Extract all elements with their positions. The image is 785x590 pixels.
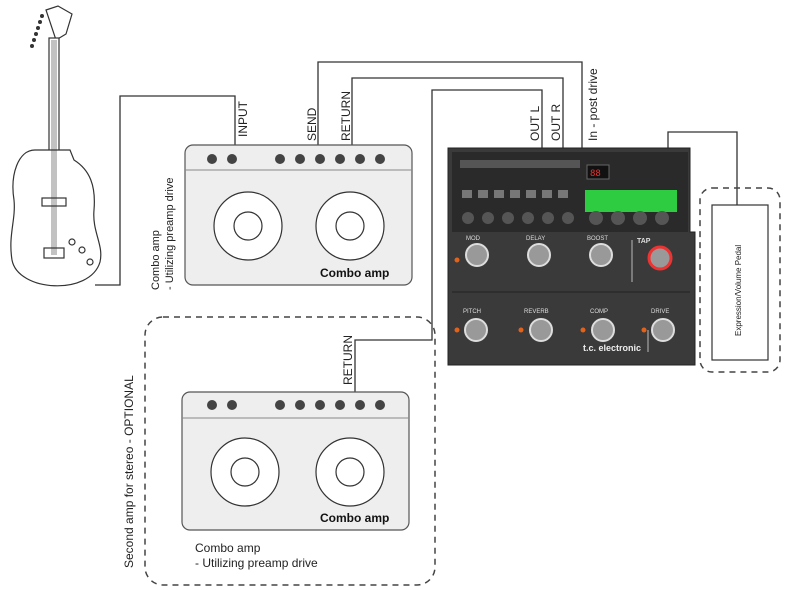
return-top-label: RETURN [339,91,353,141]
amp2-caption-line2: - Utilizing preamp drive [195,556,318,570]
cable-return-bottom [354,89,543,392]
expression-pedal [699,187,781,373]
combo-amp-1 [184,144,413,286]
tap-label: TAP [637,238,651,245]
amp1-caption-line2: - Utilizing preamp drive [164,177,176,290]
out-l-label: OUT L [528,105,542,141]
knob-delay-label: DELAY [526,236,546,242]
knob-boost-label: BOOST [587,236,609,242]
send-label: SEND [305,107,319,141]
amp1-caption-line1: Combo amp [150,230,162,290]
knob-reverb-label: REVERB [524,309,549,315]
knob-pitch-label: PITCH [463,309,481,315]
knob-mod-label: MOD [466,236,480,242]
knob-comp-label: COMP [590,309,608,315]
knob-drive-label: DRIVE [651,309,670,315]
out-r-label: OUT R [549,103,563,141]
guitar-tuners [30,14,44,48]
input-label: INPUT [236,101,250,137]
combo-amp-2 [181,391,410,531]
amp2-caption-line1: Combo amp [195,541,261,555]
return-bottom-label: RETURN [341,335,355,385]
amp1-title: Combo amp [320,266,390,280]
in-post-drive-label: In - post drive [586,68,600,141]
svg-text:88: 88 [590,169,601,179]
expression-pedal-label: Expression/Volume Pedal [734,244,743,336]
optional-label: Second amp for stereo - OPTIONAL [122,375,136,568]
footswitches [454,243,675,342]
cable-return-top [351,77,564,148]
cable-input [95,95,236,286]
cable-expression [667,131,738,205]
pedalboard: 88 [447,147,696,366]
cables [95,61,738,392]
amp2-caption: Combo amp - Utilizing preamp drive [195,541,318,571]
guitar-strings [51,40,57,255]
optional-box [144,316,436,586]
amp2-title: Combo amp [320,511,390,525]
cable-send [317,61,583,148]
brand-label: t.c. electronic [583,343,642,353]
